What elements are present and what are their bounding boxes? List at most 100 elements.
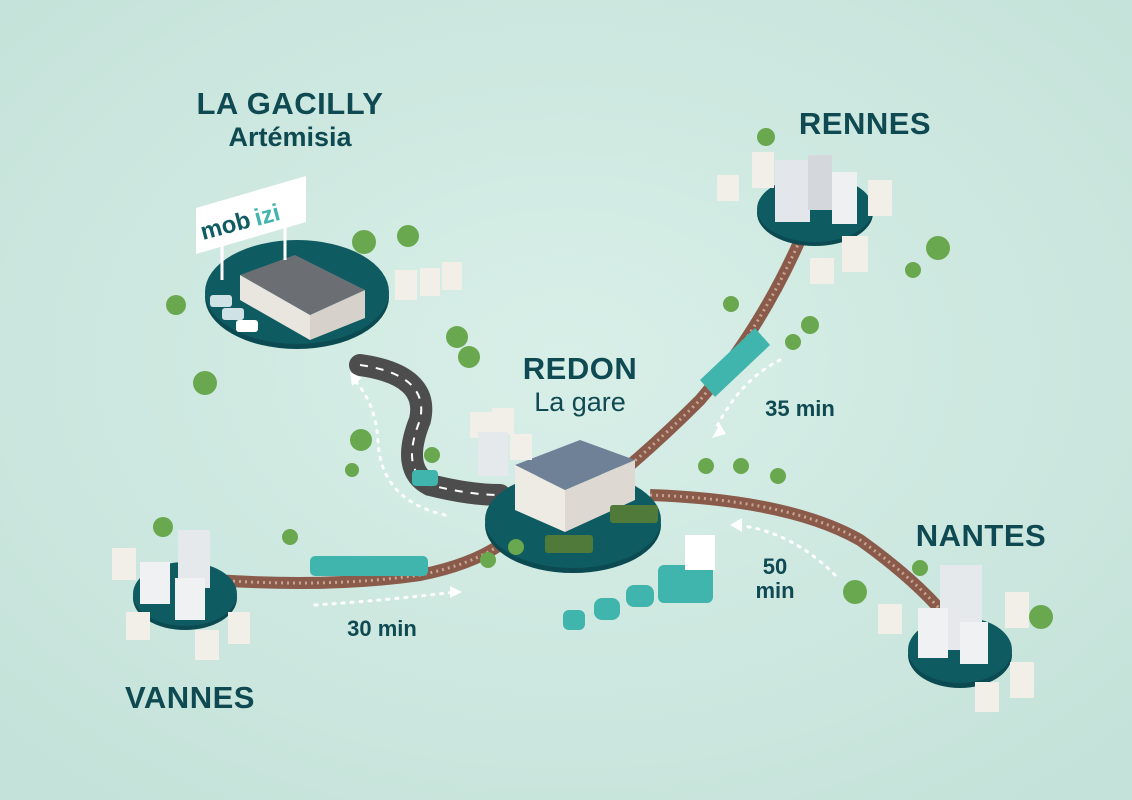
house-icon	[195, 630, 219, 660]
place-site: La gare	[534, 387, 626, 417]
tree-icon	[785, 334, 801, 350]
hub-rennes	[752, 152, 892, 246]
place-redon: REDON La gare	[500, 351, 660, 418]
house-icon	[752, 152, 774, 188]
car-icon	[626, 585, 654, 607]
house-icon	[442, 262, 462, 290]
route-arrow-gacilly	[350, 376, 447, 517]
car-icon	[594, 598, 620, 620]
car-icon	[210, 295, 232, 307]
building-icon	[808, 155, 832, 210]
hub-vannes	[112, 530, 250, 644]
hub-nantes	[908, 565, 1012, 688]
billboard-icon: mob izi	[196, 176, 306, 280]
house-icon	[228, 612, 250, 644]
travel-time-nantes: 50 min	[735, 555, 815, 603]
tree-icon	[770, 468, 786, 484]
tree-icon	[733, 458, 749, 474]
travel-time-vannes: 30 min	[347, 616, 417, 641]
tree-icon	[1029, 605, 1053, 629]
tree-icon	[905, 262, 921, 278]
place-rennes: RENNES	[798, 106, 932, 141]
house-icon	[975, 682, 999, 712]
station-wall-left	[515, 465, 565, 532]
road-centerline	[359, 364, 501, 496]
hub-redon	[485, 440, 661, 573]
place-site: Artémisia	[228, 122, 352, 152]
tree-icon	[397, 225, 419, 247]
travel-time-rennes: 35 min	[765, 396, 835, 421]
tree-icon	[153, 517, 173, 537]
building-icon	[140, 562, 170, 604]
station-wall-right	[565, 460, 635, 532]
train-icon	[310, 556, 428, 576]
train-vannes-line	[310, 556, 428, 576]
factory-wall-right	[310, 290, 365, 340]
house-icon	[492, 408, 514, 434]
route-arrowheads	[350, 372, 742, 598]
place-la-gacilly: LA GACILLY Artémisia	[170, 86, 410, 153]
building-icon	[775, 160, 810, 222]
hedge	[610, 505, 658, 523]
house-icon	[126, 612, 150, 640]
house-icon	[878, 604, 902, 634]
tree-icon	[843, 580, 867, 604]
tree-icon	[698, 458, 714, 474]
train-rennes-line	[700, 328, 770, 397]
place-name: REDON	[522, 351, 638, 386]
tree-icon	[424, 447, 440, 463]
tree-icon	[193, 371, 217, 395]
house-icon	[1005, 592, 1029, 628]
house-icon	[810, 258, 834, 284]
building-icon	[478, 432, 508, 476]
route-arrow-vannes	[313, 590, 457, 607]
rail-redon-nantes-ties	[649, 493, 962, 636]
tree-icon	[801, 316, 819, 334]
tree-icon	[350, 429, 372, 451]
station-roof	[515, 440, 635, 490]
tree-icon	[926, 236, 950, 260]
house-icon	[717, 175, 739, 201]
bus-icon	[658, 565, 713, 603]
tree-icon	[282, 529, 298, 545]
factory-roof	[240, 255, 365, 315]
house-icon	[868, 180, 892, 216]
route-arrow-rennes	[713, 358, 782, 432]
train-icon	[700, 328, 770, 397]
house-icon	[470, 412, 492, 438]
arrowhead-rennes	[712, 424, 726, 438]
tree-icon	[458, 346, 480, 368]
travel-time-value: 50	[762, 554, 788, 579]
rail-vannes-redon-ties	[214, 543, 501, 585]
tree-icon	[912, 560, 928, 576]
tree-icon	[480, 552, 496, 568]
house-icon	[842, 236, 868, 272]
bus-icon	[412, 470, 438, 486]
house-icon	[395, 270, 417, 300]
tree-icon	[345, 463, 359, 477]
car-icon	[236, 320, 258, 332]
tree-icon	[446, 326, 468, 348]
place-name: LA GACILLY	[196, 86, 384, 121]
travel-time-unit: min	[755, 578, 795, 603]
house-icon	[420, 268, 440, 296]
tree-icon	[166, 295, 186, 315]
factory-wall-left	[240, 275, 310, 340]
car-icon	[222, 308, 244, 320]
building-icon	[832, 172, 857, 224]
building-icon	[175, 578, 205, 620]
arrowhead-vannes	[450, 586, 462, 598]
tree-icon	[723, 296, 739, 312]
rail-rennes-redon-ties	[599, 239, 802, 492]
bus-shelter	[685, 535, 715, 570]
building-icon	[918, 608, 948, 658]
arrowhead-nantes	[730, 518, 742, 532]
billboard-panel	[196, 176, 306, 254]
tree-icon	[352, 230, 376, 254]
route-arrows	[313, 358, 837, 607]
tree-icon	[508, 539, 524, 555]
arrowhead-gacilly	[350, 372, 362, 386]
trees	[153, 128, 1053, 629]
place-vannes: VANNES	[125, 680, 255, 715]
place-nantes: NANTES	[915, 518, 1047, 553]
